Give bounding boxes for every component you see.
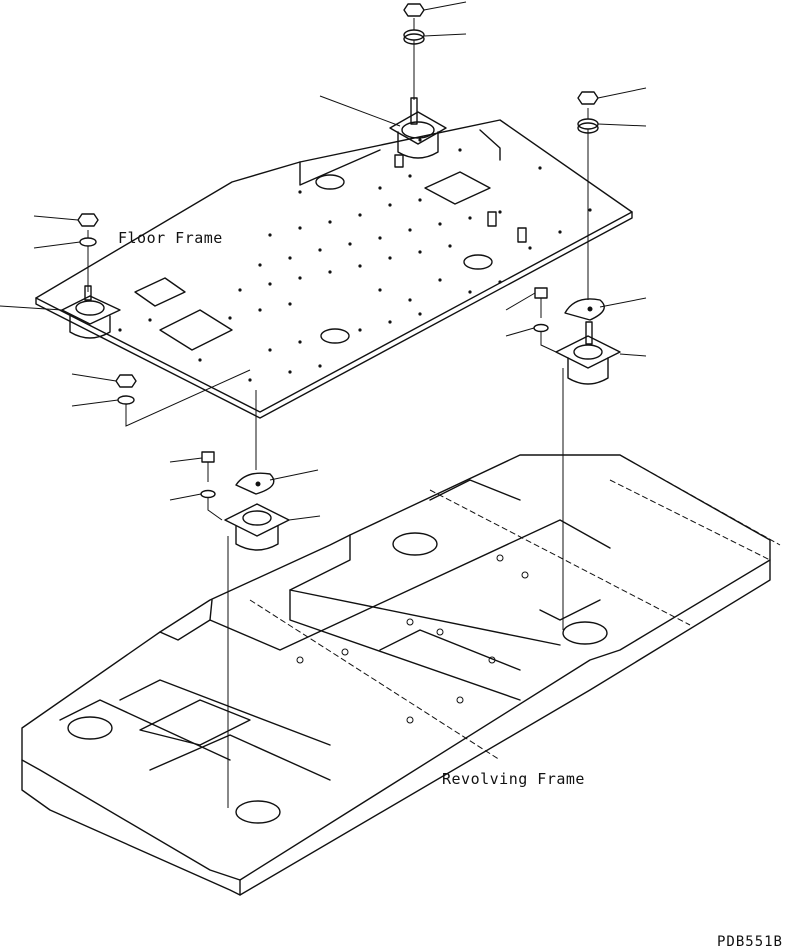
mount-top xyxy=(389,3,447,159)
mount-right-bolt xyxy=(533,287,557,353)
revolving-frame-label: Revolving Frame xyxy=(442,770,585,788)
drawing-code: PDB551B xyxy=(716,934,783,950)
mount-left xyxy=(61,213,251,427)
leader-lines xyxy=(0,1,647,521)
mount-right xyxy=(555,91,621,630)
revolving-frame xyxy=(21,454,781,896)
floor-frame xyxy=(35,119,633,419)
floor-frame-label: Floor Frame xyxy=(118,229,223,247)
floor-frame-holes xyxy=(118,138,592,382)
mount-center xyxy=(200,390,290,808)
